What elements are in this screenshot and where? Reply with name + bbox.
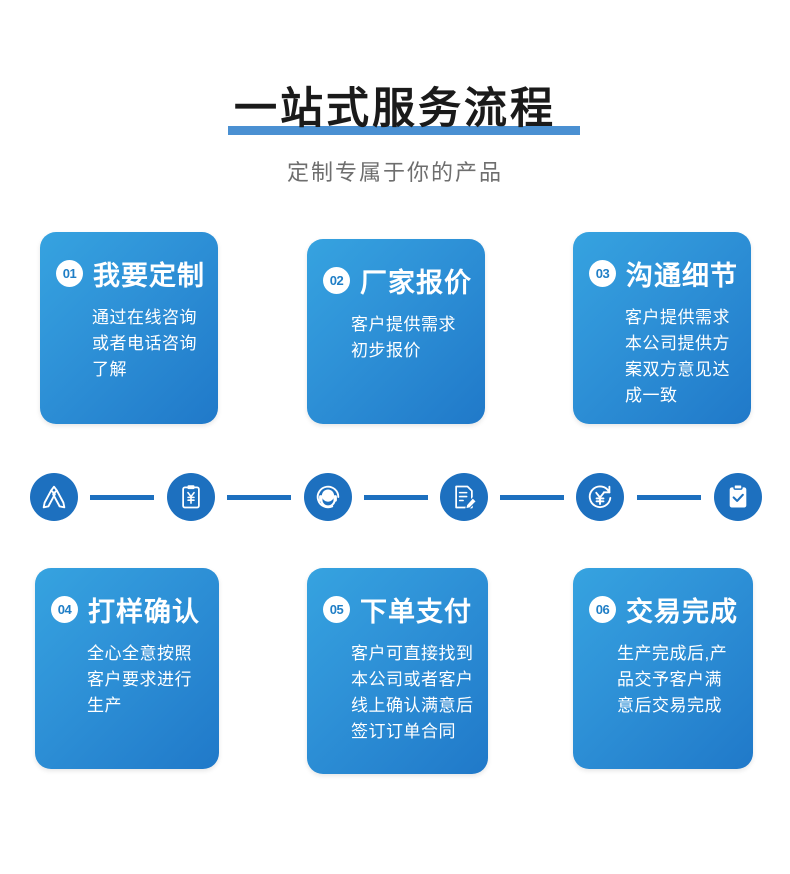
document-sign-icon[interactable] bbox=[440, 473, 488, 521]
step-description: 客户可直接找到本公司或者客户线上确认满意后签订订单合同 bbox=[351, 644, 474, 741]
headset-support-icon[interactable] bbox=[304, 473, 352, 521]
step-title: 交易完成 bbox=[626, 597, 738, 627]
step-number-badge: 04 bbox=[51, 596, 78, 623]
step-number-badge: 05 bbox=[323, 596, 350, 623]
step-number-badge: 02 bbox=[323, 267, 350, 294]
connector-line-5-6 bbox=[637, 495, 701, 500]
page-header: 一站式服务流程 定制专属于你的产品 bbox=[0, 0, 790, 215]
page-title: 一站式服务流程 bbox=[234, 85, 556, 133]
connector-line-2-3 bbox=[227, 495, 291, 500]
step-number-badge: 06 bbox=[589, 596, 616, 623]
step-title: 下单支付 bbox=[360, 597, 472, 627]
step-card-04[interactable]: 04 打样确认 全心全意按照客户要求进行生产 bbox=[35, 568, 219, 769]
connector-line-1-2 bbox=[90, 495, 154, 500]
connector-line-4-5 bbox=[500, 495, 564, 500]
design-pen-icon[interactable] bbox=[30, 473, 78, 521]
step-card-header: 04 打样确认 bbox=[51, 590, 219, 629]
step-card-header: 03 沟通细节 bbox=[589, 254, 751, 293]
step-title: 沟通细节 bbox=[626, 261, 738, 291]
step-description: 通过在线咨询或者电话咨询了解 bbox=[92, 308, 197, 379]
step-description: 全心全意按照客户要求进行生产 bbox=[87, 644, 192, 715]
step-title: 厂家报价 bbox=[360, 268, 472, 298]
step-title: 打样确认 bbox=[88, 597, 200, 627]
step-card-header: 06 交易完成 bbox=[589, 590, 753, 629]
clipboard-check-icon[interactable] bbox=[714, 473, 762, 521]
step-card-header: 05 下单支付 bbox=[323, 590, 488, 629]
step-number-badge: 01 bbox=[56, 260, 83, 287]
step-card-05[interactable]: 05 下单支付 客户可直接找到本公司或者客户线上确认满意后签订订单合同 bbox=[307, 568, 488, 774]
step-card-03[interactable]: 03 沟通细节 客户提供需求本公司提供方案双方意见达成一致 bbox=[573, 232, 751, 424]
connector-line-3-4 bbox=[364, 495, 428, 500]
step-description: 客户提供需求初步报价 bbox=[351, 315, 456, 360]
step-description: 生产完成后,产品交予客户满意后交易完成 bbox=[617, 644, 728, 715]
step-card-01[interactable]: 01 我要定制 通过在线咨询或者电话咨询了解 bbox=[40, 232, 218, 424]
quote-clipboard-yen-icon[interactable] bbox=[167, 473, 215, 521]
step-card-header: 01 我要定制 bbox=[56, 254, 218, 293]
page-subtitle: 定制专属于你的产品 bbox=[286, 160, 503, 185]
title-wrapper: 一站式服务流程 bbox=[0, 85, 790, 133]
step-card-02[interactable]: 02 厂家报价 客户提供需求初步报价 bbox=[307, 239, 485, 424]
step-card-06[interactable]: 06 交易完成 生产完成后,产品交予客户满意后交易完成 bbox=[573, 568, 753, 769]
step-card-header: 02 厂家报价 bbox=[323, 261, 485, 300]
step-title: 我要定制 bbox=[93, 261, 205, 291]
step-description: 客户提供需求本公司提供方案双方意见达成一致 bbox=[625, 308, 730, 405]
process-icon-strip bbox=[0, 473, 790, 525]
title-underline-bar bbox=[228, 126, 580, 135]
yen-payment-icon[interactable] bbox=[576, 473, 624, 521]
step-number-badge: 03 bbox=[589, 260, 616, 287]
